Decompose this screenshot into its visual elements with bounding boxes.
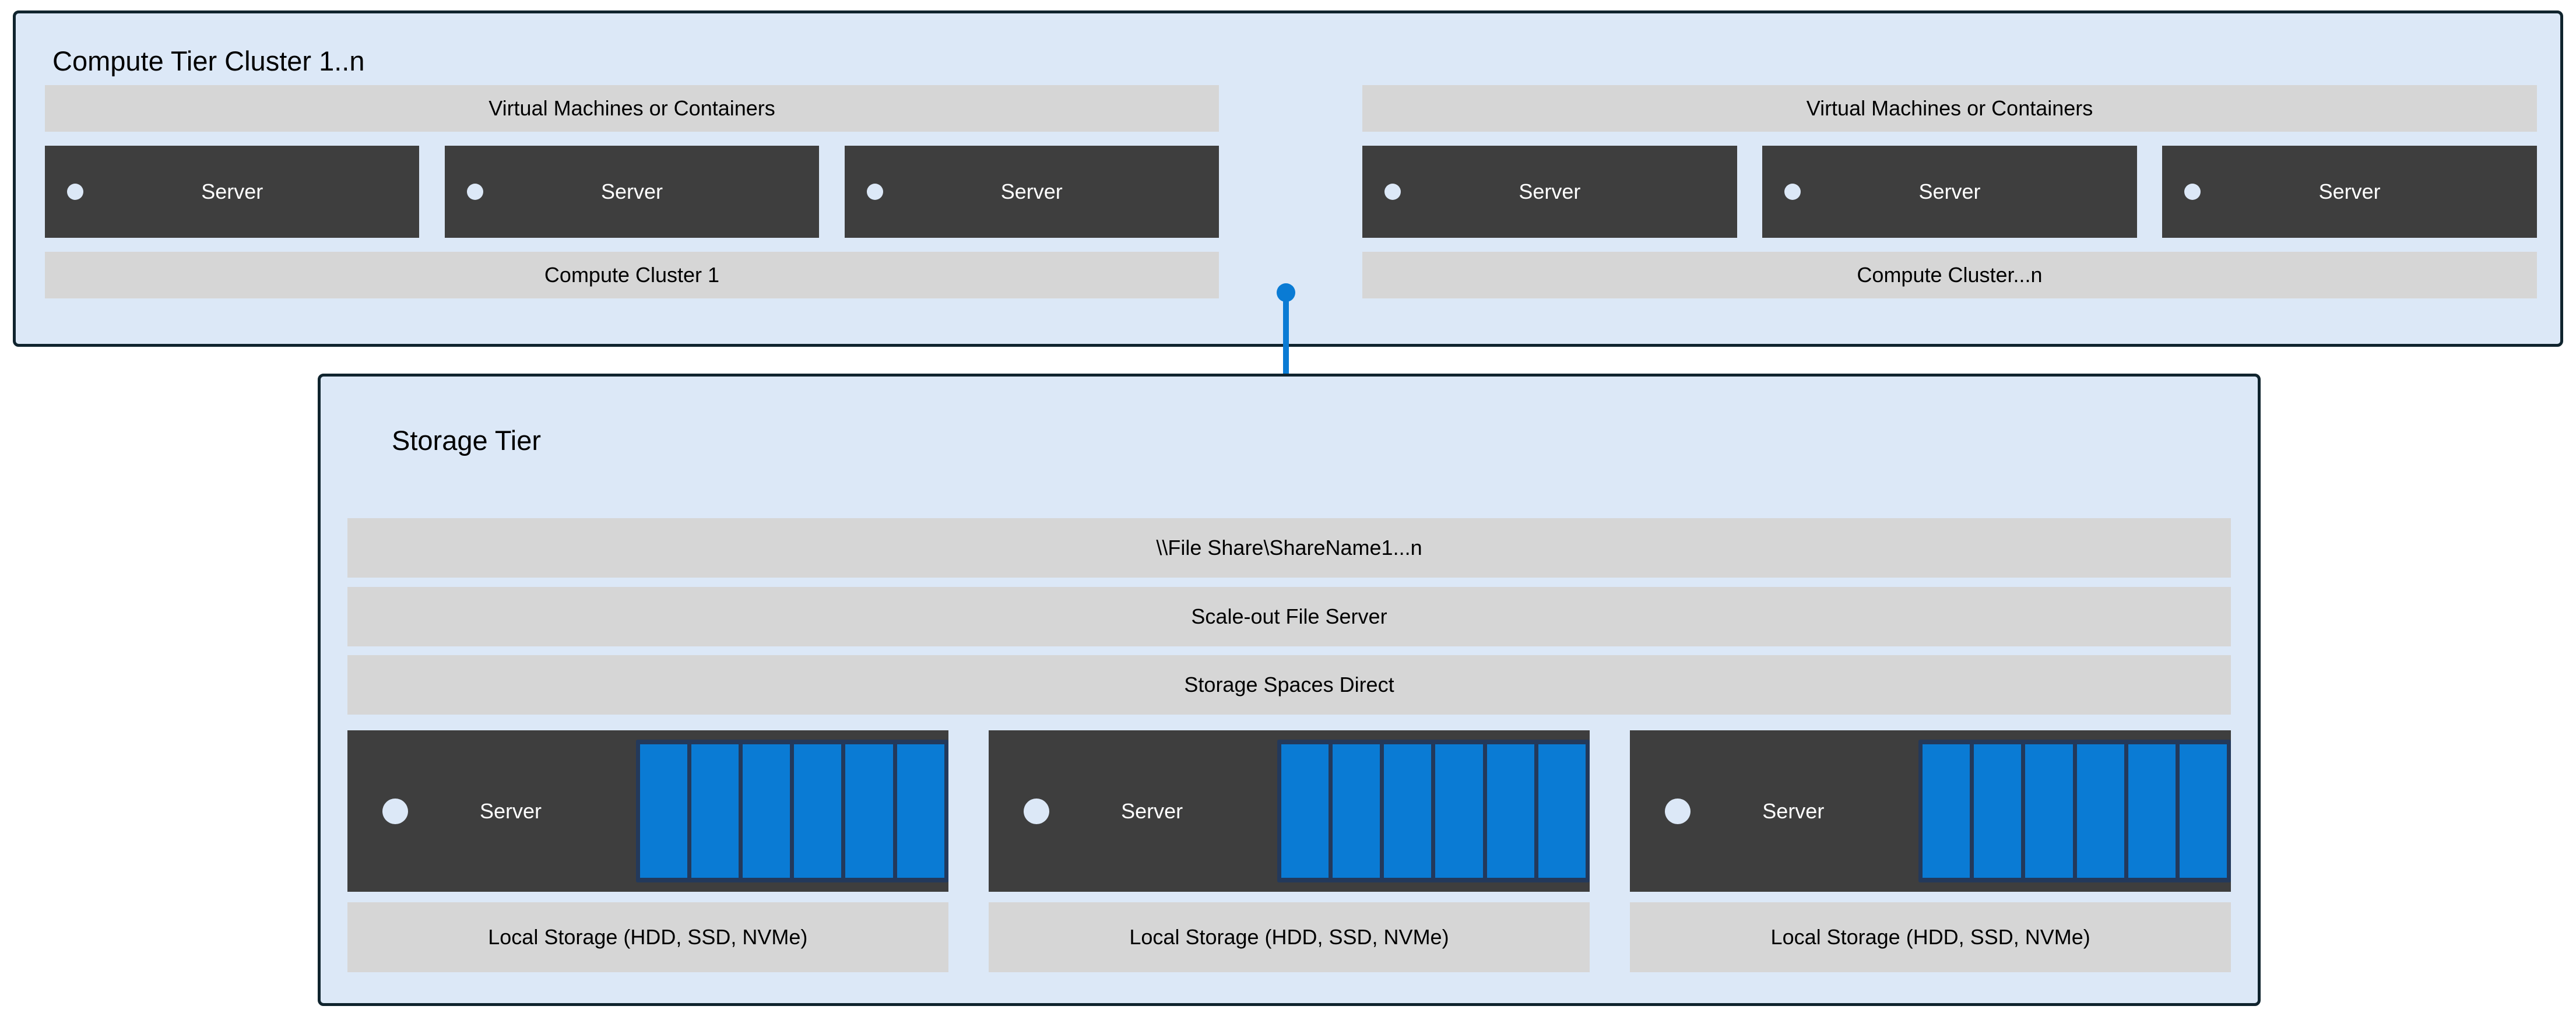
status-dot-icon [1024, 798, 1050, 824]
compute-cluster-1: Virtual Machines or Containers Server Se… [16, 13, 1248, 344]
disk-bar [2025, 744, 2073, 878]
status-dot-icon [866, 184, 883, 200]
disk-bar [743, 744, 790, 878]
storage-spaces-direct-band: Storage Spaces Direct [347, 655, 2231, 715]
storage-server-node[interactable]: Server [347, 730, 948, 892]
local-storage-label: Local Storage (HDD, SSD, NVMe) [989, 902, 1590, 972]
disk-bar [1281, 744, 1329, 878]
disk-bar [1538, 744, 1586, 878]
server-label: Server [2318, 180, 2381, 203]
compute-server-node[interactable]: Server [45, 146, 420, 238]
storage-node-row: Server Local Storage (HDD, SSD, NVMe) [347, 730, 2231, 972]
compute-server-row: Server Server Server [1362, 146, 2537, 238]
storage-node: Server Local Storage (HDD, SSD, NVMe) [1630, 730, 2231, 972]
server-label: Server [1918, 180, 1981, 203]
storage-tier-panel: Storage Tier \\File Share\ShareName1...n… [318, 374, 2261, 1006]
local-storage-label: Local Storage (HDD, SSD, NVMe) [347, 902, 948, 972]
disk-bar [1486, 744, 1534, 878]
server-label: Server [1121, 799, 1183, 823]
connection-endpoint-dot [1277, 283, 1295, 302]
storage-tier-title: Storage Tier [392, 425, 542, 456]
status-dot-icon [1784, 184, 1801, 200]
storage-server-node[interactable]: Server [1630, 730, 2231, 892]
disk-bar [639, 744, 687, 878]
status-dot-icon [382, 798, 408, 824]
disk-bar [2128, 744, 2176, 878]
disk-bar [1923, 744, 1970, 878]
compute-cluster-name-band: Compute Cluster...n [1362, 252, 2537, 298]
compute-server-row: Server Server Server [45, 146, 1219, 238]
status-dot-icon [1384, 184, 1401, 200]
server-label: Server [201, 180, 263, 203]
compute-server-node[interactable]: Server [2162, 146, 2537, 238]
status-dot-icon [1665, 798, 1691, 824]
disk-array [1918, 740, 2231, 882]
compute-cluster-n: Virtual Machines or Containers Server Se… [1333, 13, 2566, 344]
vm-or-containers-band: Virtual Machines or Containers [1362, 85, 2537, 132]
disk-bar [1435, 744, 1483, 878]
disk-bar [691, 744, 739, 878]
disk-array [1277, 740, 1590, 882]
disk-bar [794, 744, 842, 878]
compute-server-node[interactable]: Server [844, 146, 1219, 238]
storage-node: Server Local Storage (HDD, SSD, NVMe) [347, 730, 948, 972]
scale-out-file-server-band: Scale-out File Server [347, 587, 2231, 646]
compute-server-node[interactable]: Server [1362, 146, 1737, 238]
server-label: Server [1762, 799, 1825, 823]
file-share-band: \\File Share\ShareName1...n [347, 518, 2231, 578]
compute-tier-title: Compute Tier Cluster 1..n [52, 45, 365, 76]
compute-tier-panel: Compute Tier Cluster 1..n Virtual Machin… [13, 10, 2563, 347]
storage-server-node[interactable]: Server [989, 730, 1590, 892]
disk-bar [1384, 744, 1432, 878]
disk-bar [2179, 744, 2227, 878]
vm-or-containers-band: Virtual Machines or Containers [45, 85, 1219, 132]
status-dot-icon [466, 184, 483, 200]
status-dot-icon [2184, 184, 2201, 200]
disk-bar [845, 744, 893, 878]
local-storage-label: Local Storage (HDD, SSD, NVMe) [1630, 902, 2231, 972]
compute-server-node[interactable]: Server [444, 146, 820, 238]
server-label: Server [600, 180, 663, 203]
status-dot-icon [67, 184, 83, 200]
disk-array [635, 740, 948, 882]
storage-node: Server Local Storage (HDD, SSD, NVMe) [989, 730, 1590, 972]
disk-bar [897, 744, 944, 878]
server-label: Server [479, 799, 542, 823]
disk-bar [2076, 744, 2124, 878]
compute-cluster-name-band: Compute Cluster 1 [45, 252, 1219, 298]
compute-server-node[interactable]: Server [1762, 146, 2137, 238]
disk-bar [1333, 744, 1380, 878]
disk-bar [1974, 744, 2022, 878]
server-label: Server [1519, 180, 1581, 203]
server-label: Server [1000, 180, 1063, 203]
